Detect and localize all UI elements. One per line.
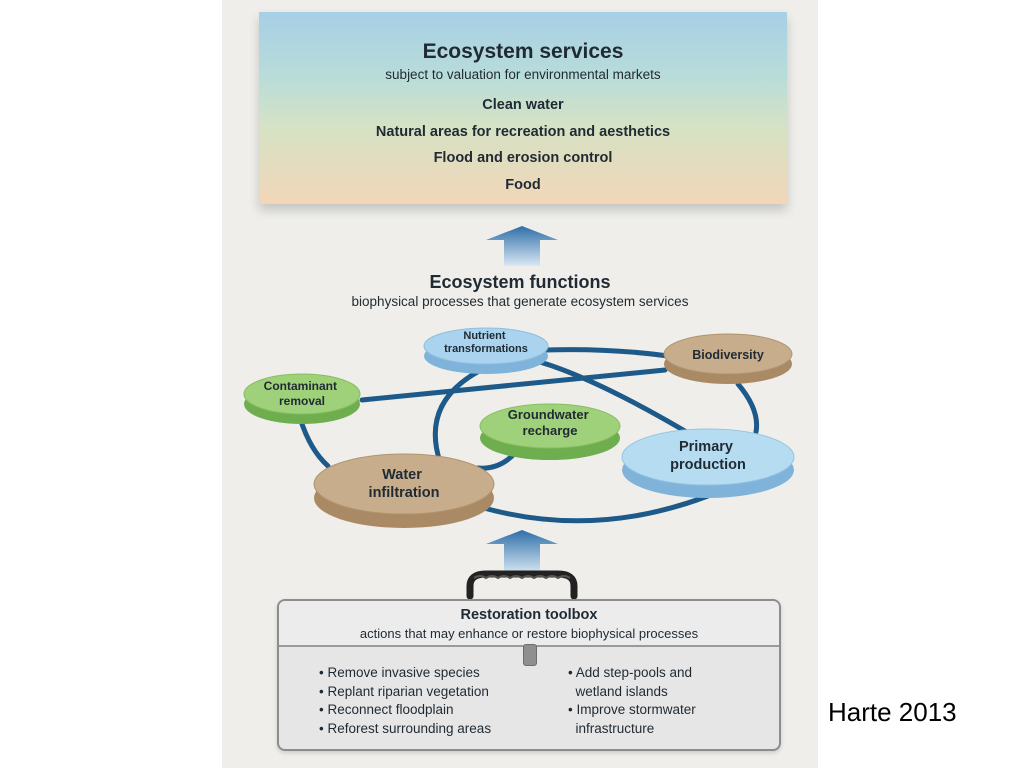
svg-text:Contaminant removal: Contaminant removal bbox=[264, 379, 341, 408]
functions-subtitle: biophysical processes that generate ecos… bbox=[351, 294, 689, 309]
restoration-toolbox: Restoration toolbox actions that may enh… bbox=[277, 599, 781, 751]
node-nutrient-transformations: Nutrient transformations bbox=[423, 327, 549, 374]
action-item: • Reconnect floodplain bbox=[319, 702, 454, 717]
upward-arrow-bottom bbox=[486, 530, 558, 574]
node-label: Groundwater bbox=[508, 407, 589, 422]
node-label: transformations bbox=[444, 343, 528, 355]
node-label: recharge bbox=[523, 423, 578, 438]
node-water-infiltration: Water infiltration bbox=[313, 453, 495, 528]
svg-text:Groundwater recharge: Groundwater recharge bbox=[508, 407, 593, 438]
toolbox-title: Restoration toolbox bbox=[460, 607, 598, 623]
node-label: Primary bbox=[679, 439, 733, 455]
action-item: infrastructure bbox=[568, 720, 655, 736]
action-item: • Replant riparian vegetation bbox=[319, 683, 489, 699]
action-item: • Reforest surrounding areas bbox=[319, 720, 492, 736]
connector-contaminant-water bbox=[297, 415, 331, 469]
connector-water-primary bbox=[481, 489, 721, 524]
toolbox-header: Restoration toolbox actions that may enh… bbox=[279, 601, 779, 647]
svg-text:Water infiltration: Water infiltration bbox=[369, 467, 440, 501]
toolbox-latch bbox=[523, 644, 537, 666]
node-label: Contaminant bbox=[264, 379, 337, 393]
svg-text:Primary production: Primary production bbox=[670, 439, 746, 473]
node-label: removal bbox=[279, 394, 325, 408]
toolbox-handle bbox=[466, 570, 578, 600]
toolbox-subtitle: actions that may enhance or restore biop… bbox=[359, 626, 699, 641]
service-item: Flood and erosion control bbox=[433, 150, 613, 166]
service-item: Natural areas for recreation and aesthet… bbox=[375, 123, 671, 140]
action-item: wetland islands bbox=[568, 683, 668, 699]
connector-contaminant-biodiversity bbox=[359, 367, 668, 403]
action-item: • Add step-pools and bbox=[568, 665, 693, 680]
services-list: Clean water Natural areas for recreation… bbox=[259, 92, 787, 198]
services-subtitle: subject to valuation for environmental m… bbox=[385, 67, 661, 82]
service-item: Clean water bbox=[482, 97, 564, 113]
node-label: infiltration bbox=[369, 485, 440, 501]
connector-lines bbox=[297, 347, 760, 524]
toolbox-actions-right: • Add step-pools and wetland islands • I… bbox=[568, 664, 696, 738]
connector-nutrient-primary bbox=[537, 359, 703, 443]
node-groundwater-recharge: Groundwater recharge bbox=[479, 403, 621, 460]
toolbox-actions-left: • Remove invasive species • Replant ripa… bbox=[319, 664, 491, 738]
connector-nutrient-biodiversity bbox=[542, 347, 671, 359]
node-label: production bbox=[670, 457, 746, 473]
node-biodiversity: Biodiversity bbox=[663, 333, 793, 384]
connector-biodiversity-primary bbox=[735, 381, 760, 435]
service-item: Food bbox=[505, 176, 541, 193]
svg-text:Nutrient transformations: Nutrient transformations bbox=[444, 330, 528, 355]
node-label: Water bbox=[382, 467, 422, 483]
action-item: • Remove invasive species bbox=[319, 665, 480, 680]
ecosystem-services-box: Ecosystem services subject to valuation … bbox=[259, 12, 787, 204]
node-contaminant-removal: Contaminant removal bbox=[243, 373, 361, 424]
services-title: Ecosystem services bbox=[422, 40, 624, 63]
upward-arrow-top bbox=[486, 226, 558, 266]
action-item: • Improve stormwater bbox=[568, 702, 696, 717]
connector-nutrient-water bbox=[432, 365, 488, 465]
node-label: Nutrient bbox=[463, 330, 506, 342]
node-primary-production: Primary production bbox=[621, 428, 795, 498]
citation: Harte 2013 bbox=[828, 697, 957, 727]
functions-title: Ecosystem functions bbox=[429, 272, 611, 292]
node-label: Biodiversity bbox=[692, 348, 764, 362]
